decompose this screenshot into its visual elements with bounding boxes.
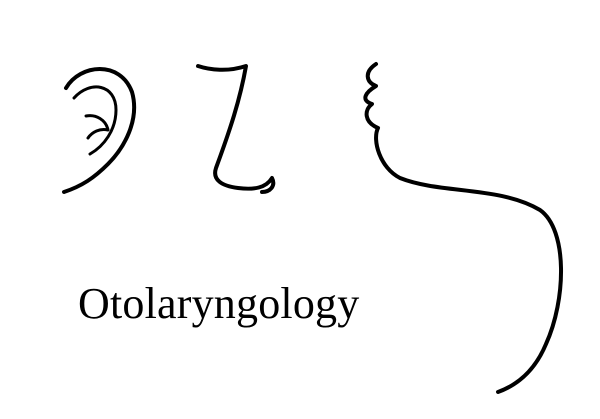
page-title: Otolaryngology bbox=[78, 279, 360, 328]
throat-profile-icon bbox=[363, 62, 564, 394]
nose-icon bbox=[196, 64, 276, 194]
ear-icon bbox=[62, 67, 137, 194]
